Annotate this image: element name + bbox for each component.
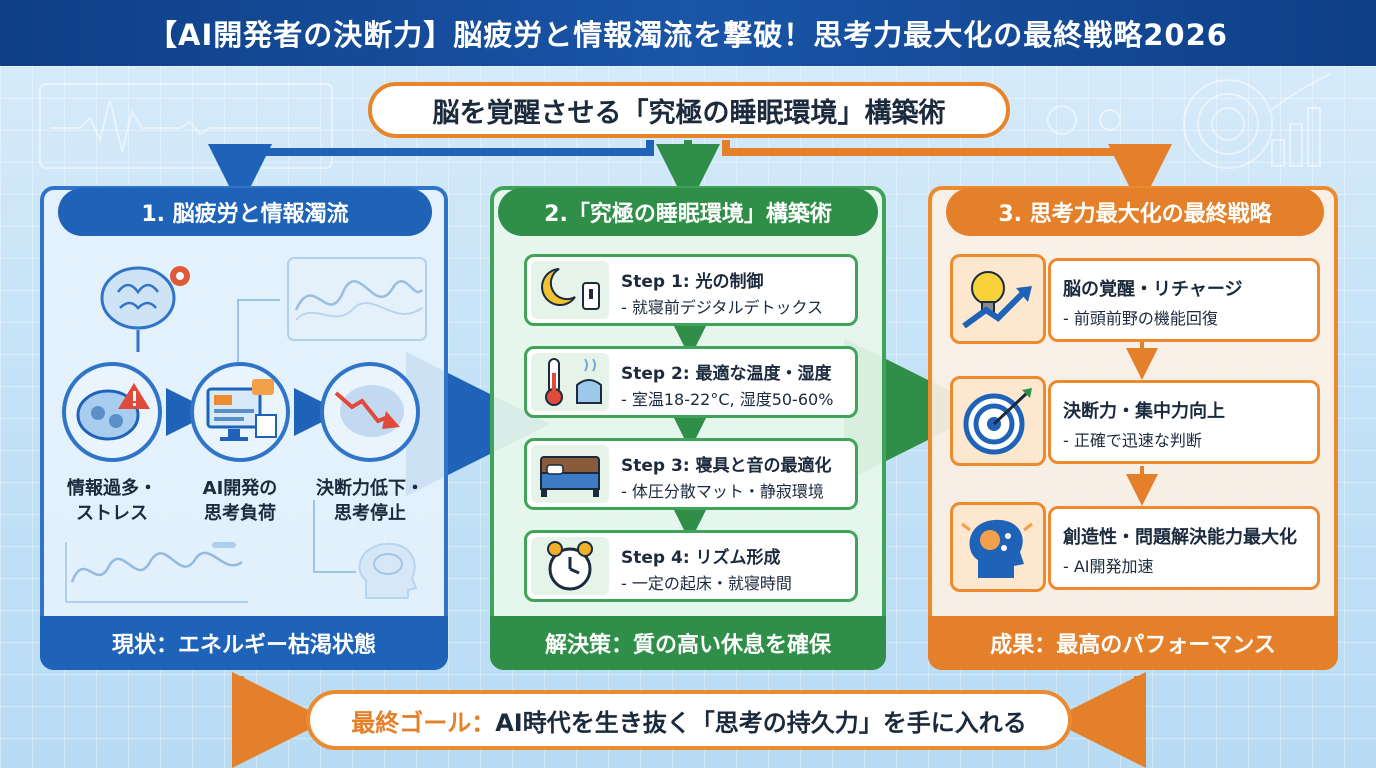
head-brain-icon	[358, 542, 418, 599]
result-panel-footer: 成果：最高のパフォーマンス	[928, 616, 1338, 670]
result-panel-title: 3. 思考力最大化の最終戦略	[946, 188, 1324, 236]
target-icon	[950, 376, 1046, 466]
stressed-brain-icon	[76, 383, 150, 441]
decline-circle	[320, 362, 420, 462]
result-panel: 3. 思考力最大化の最終戦略 脳の覚醒・リチャージ - 前頭前野の機能回復 決断…	[928, 186, 1338, 670]
alarm-clock-icon	[531, 537, 609, 595]
step-title: Step 3: 寝具と音の最適化	[621, 456, 832, 476]
result-title: 脳の覚醒・リチャージ	[1063, 279, 1243, 300]
step-title: Step 1: 光の制御	[621, 272, 764, 292]
bed-icon	[531, 445, 609, 503]
step-card: Step 2: 最適な温度・湿度 - 室温18-22°C, 湿度50-60%	[524, 346, 858, 418]
problem-panel-footer: 現状：エネルギー枯渇状態	[40, 616, 448, 670]
page-title: 【AI開発者の決断力】脳疲労と情報濁流を撃破！思考力最大化の最終戦略2026	[0, 0, 1376, 66]
wave-chart-icon	[65, 542, 248, 603]
step-detail: - 室温18-22°C, 湿度50-60%	[621, 390, 834, 409]
thermometer-humidifier-icon	[531, 353, 609, 411]
workload-circle	[190, 362, 290, 462]
problem-panel-title: 1. 脳疲労と情報濁流	[58, 188, 432, 236]
waveform-chart-icon	[287, 257, 427, 341]
step-detail: - 一定の起床・就寝時間	[621, 574, 792, 593]
problem-item-3-label: 決断力低下・思考停止	[316, 478, 424, 524]
final-goal-text: AI時代を生き抜く「思考の持久力」を手に入れる	[495, 708, 1027, 737]
lightbulb-growth-icon	[950, 254, 1046, 344]
result-title: 決断力・集中力向上	[1063, 401, 1225, 422]
result-card: 脳の覚醒・リチャージ - 前頭前野の機能回復	[1048, 258, 1320, 342]
final-goal: 最終ゴール： AI時代を生き抜く「思考の持久力」を手に入れる	[306, 690, 1072, 750]
result-card: 決断力・集中力向上 - 正確で迅速な判断	[1048, 380, 1320, 464]
step-card: Step 3: 寝具と音の最適化 - 体圧分散マット・静寂環境	[524, 438, 858, 510]
step-title: Step 4: リズム形成	[621, 548, 781, 568]
solution-panel-footer: 解決策：質の高い休息を確保	[490, 616, 886, 670]
brain-gear-icon	[100, 266, 190, 330]
computer-workload-icon	[206, 379, 277, 441]
problem-panel: 1. 脳疲労と情報濁流	[40, 186, 448, 670]
result-title: 創造性・問題解決能力最大化	[1063, 527, 1297, 548]
central-topic: 脳を覚醒させる「究極の睡眠環境」構築術	[368, 82, 1010, 138]
step-card: Step 1: 光の制御 - 就寝前デジタルデトックス	[524, 254, 858, 326]
declining-brain-icon	[334, 385, 404, 437]
result-detail: - AI開発加速	[1063, 557, 1154, 576]
result-detail: - 前頭前野の機能回復	[1063, 309, 1218, 328]
step-title: Step 2: 最適な温度・湿度	[621, 364, 832, 384]
creative-head-icon	[950, 502, 1046, 592]
step-detail: - 就寝前デジタルデトックス	[621, 298, 824, 317]
problem-item-2-label: AI開発の思考負荷	[202, 478, 278, 524]
stress-circle	[62, 362, 162, 462]
step-card: Step 4: リズム形成 - 一定の起床・就寝時間	[524, 530, 858, 602]
problem-item-1-label: 情報過多・ストレス	[67, 478, 157, 524]
step-detail: - 体圧分散マット・静寂環境	[621, 482, 824, 501]
result-detail: - 正確で迅速な判断	[1063, 431, 1202, 450]
final-goal-label: 最終ゴール：	[351, 708, 496, 737]
solution-panel: 2.「究極の睡眠環境」構築術 Step 1: 光の制御 - 就寝前デジタルデトッ…	[490, 186, 886, 670]
solution-panel-title: 2.「究極の睡眠環境」構築術	[498, 188, 878, 236]
moon-light-switch-icon	[531, 261, 609, 319]
result-card: 創造性・問題解決能力最大化 - AI開発加速	[1048, 506, 1320, 590]
